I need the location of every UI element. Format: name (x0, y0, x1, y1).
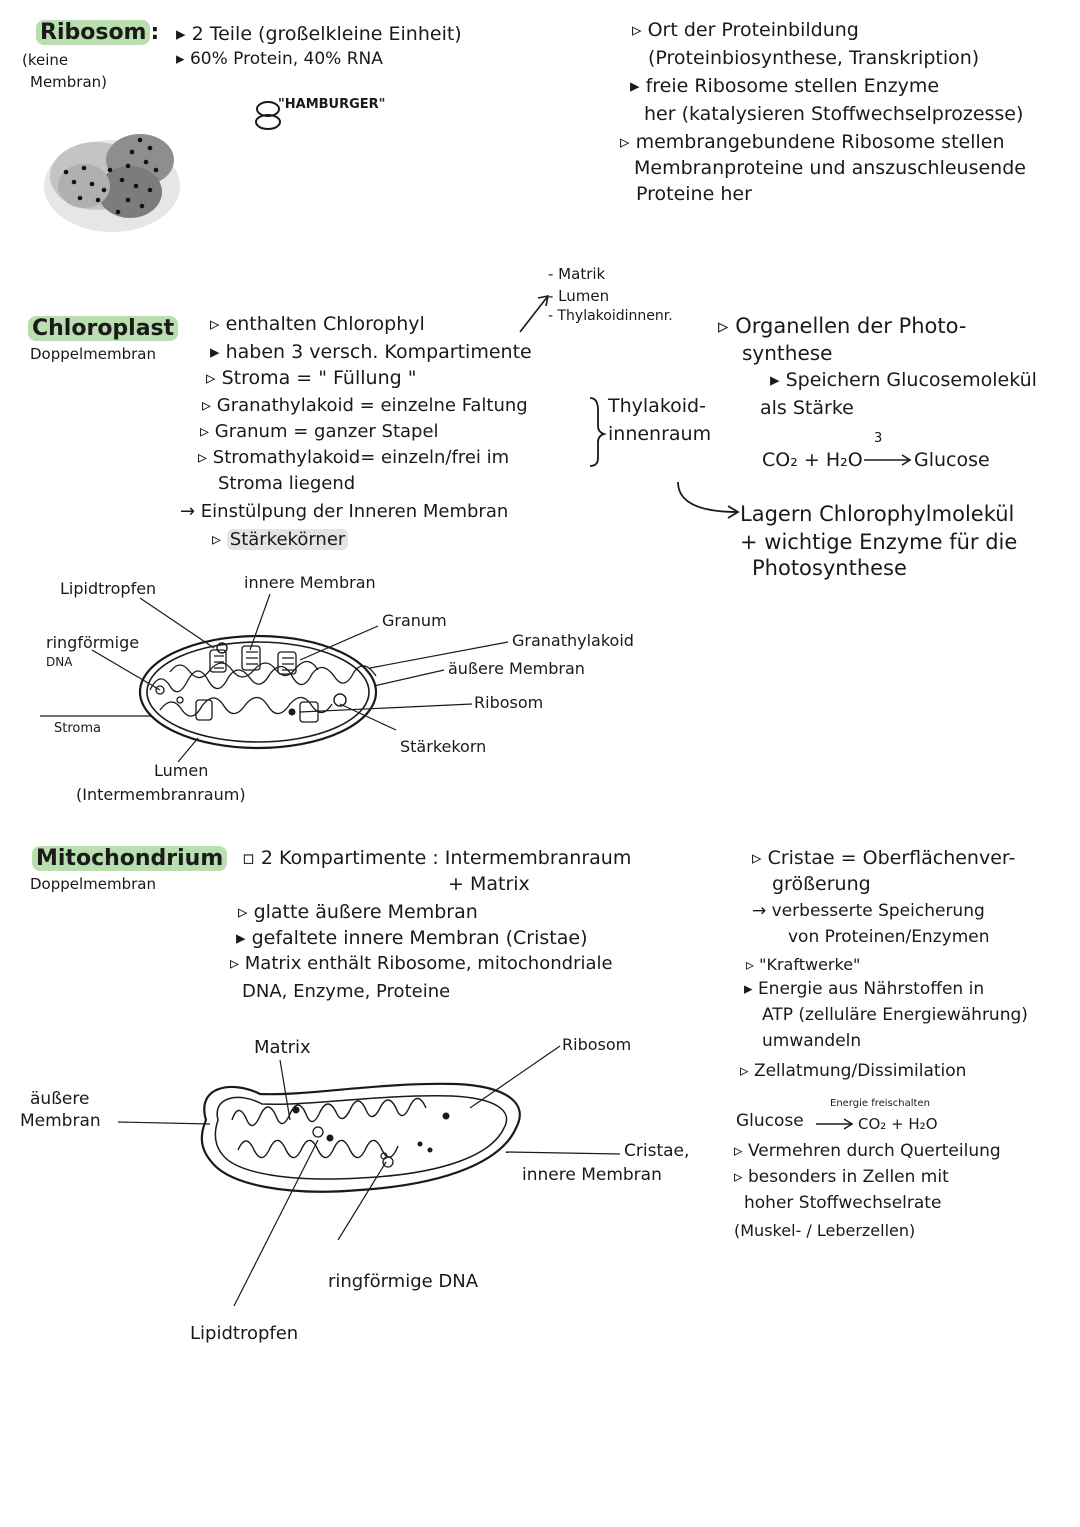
mito-label-lipidtropfen: Lipidtropfen (190, 1323, 299, 1344)
mito-label-matrix: Matrix (254, 1037, 311, 1058)
photosynthesis-formula-left: CO₂ + H₂O (762, 449, 863, 471)
hamburger-icon (255, 101, 281, 130)
chloro-top-2: - Lumen (548, 287, 610, 305)
mito-label-innere-membran: innere Membran (522, 1165, 662, 1185)
mito-label-aeussere-1: äußere (30, 1089, 90, 1109)
chloro-label-aeussere-membran: äußere Membran (448, 659, 585, 678)
mito-right-4: von Proteinen/Enzymen (788, 927, 990, 947)
mito-point-5: DNA, Enzyme, Proteine (242, 981, 451, 1002)
mito-label-cristae: Cristae, (624, 1141, 690, 1161)
chloro-label-lipidtropfen: Lipidtropfen (60, 579, 157, 598)
chloro-label-innere-membran: innere Membran (244, 573, 376, 592)
mito-point-2: ▹ glatte äußere Membran (238, 901, 478, 923)
mito-right-12: hoher Stoffwechselrate (744, 1193, 942, 1213)
ribosom-illustration (44, 134, 180, 232)
chloro-label-granum: Granum (382, 611, 447, 630)
mito-right-3: → verbesserte Speicherung (752, 901, 985, 921)
mitochondrium-subtitle: Doppelmembran (30, 875, 157, 893)
chloro-point-4: ▹ Granathylakoid = einzelne Faltung (202, 395, 528, 416)
thylakoid-brace-1: Thylakoid- (608, 395, 706, 417)
mito-point-3: ▸ gefaltete innere Membran (Cristae) (236, 927, 588, 949)
ribosom-point-2: ▸ 60% Protein, 40% RNA (176, 49, 383, 69)
chloro-point-6: ▹ Stromathylakoid= einzeln/frei im (198, 447, 510, 468)
ribosom-right-1: ▹ Ort der Proteinbildung (632, 19, 859, 41)
chloro-top-1: - Matrik (548, 265, 606, 283)
respiration-formula-left: Glucose (736, 1111, 804, 1131)
photosynthesis-formula-top: 3 (874, 431, 883, 446)
photosynthesis-formula-right: Glucose (914, 449, 990, 471)
mito-right-8: umwandeln (762, 1031, 862, 1051)
ribosom-right-3: ▸ freie Ribosome stellen Enzyme (630, 75, 940, 97)
ribosom-title: Ribosom: (36, 20, 159, 45)
ribosom-right-4: her (katalysieren Stoffwechselprozesse) (644, 103, 1024, 125)
mito-label-ringfoermige-dna: ringförmige DNA (328, 1271, 479, 1292)
respiration-formula-right: CO₂ + H₂O (858, 1115, 938, 1133)
mito-right-5: ▹ "Kraftwerke" (746, 955, 861, 974)
thylakoid-brace-2: innenraum (608, 423, 712, 445)
chloro-top-3: - Thylakoidinnenr. (548, 308, 673, 324)
chloro-label-lumen: Lumen (154, 761, 209, 780)
chloro-top-arrow (519, 294, 550, 333)
chloro-point-2: ▸ haben 3 versch. Kompartimente (210, 341, 532, 363)
chloro-label-ringfoermige: ringförmige (46, 633, 140, 652)
ribosom-right-5: ▹ membrangebundene Ribosome stellen (620, 131, 1005, 153)
chloro-label-intermembranraum: (Intermembranraum) (76, 785, 246, 804)
chloro-right-3: ▸ Speichern Glucosemolekül (770, 369, 1037, 391)
ribosom-subtitle-1: (keine (22, 51, 69, 69)
mitochondrium-title: Mitochondrium (32, 846, 228, 871)
chloro-point-7: Stroma liegend (218, 473, 356, 494)
respiration-formula-top: Energie freischalten (830, 1098, 930, 1109)
chloro-label-stroma: Stroma (54, 721, 101, 736)
mitochondrium-diagram (117, 1045, 854, 1307)
mito-right-9: ▹ Zellatmung/Dissimilation (740, 1061, 967, 1081)
chloro-point-8: → Einstülpung der Inneren Membran (180, 501, 509, 522)
chloro-point-5: ▹ Granum = ganzer Stapel (200, 421, 439, 442)
chloro-right-5: Lagern Chlorophylmolekül (740, 502, 1015, 526)
chloro-right-1: ▹ Organellen der Photo- (718, 314, 967, 338)
ribosom-point-1: ▸ 2 Teile (großelkleine Einheit) (176, 23, 462, 45)
ribosom-right-6: Membranproteine und anszuschleusende (634, 157, 1026, 179)
mito-point-1: ▫ 2 Kompartimente : Intermembranraum (242, 847, 632, 869)
chloro-right-4: als Stärke (760, 397, 854, 419)
mito-point-1b: + Matrix (448, 873, 530, 895)
ribosom-subtitle-2: Membran) (30, 73, 108, 91)
chloro-right-6: + wichtige Enzyme für die (740, 530, 1018, 554)
photosynthesis-arrow (864, 454, 912, 466)
thylakoid-brace (589, 397, 607, 467)
mito-right-7: ATP (zelluläre Energiewährung) (762, 1005, 1028, 1025)
chloro-point-9: ▹ Stärkekörner (212, 529, 349, 551)
mito-point-4: ▹ Matrix enthält Ribosome, mitochondrial… (230, 953, 613, 974)
chloro-label-ribosom: Ribosom (474, 693, 544, 712)
chloro-right-7: Photosynthese (752, 556, 907, 580)
hamburger-label: "HAMBURGER" (278, 97, 386, 112)
mito-right-11: ▹ besonders in Zellen mit (734, 1167, 949, 1187)
chloroplast-subtitle: Doppelmembran (30, 345, 157, 363)
mito-right-13: (Muskel- / Leberzellen) (734, 1221, 916, 1240)
mito-right-6: ▸ Energie aus Nährstoffen in (744, 979, 985, 999)
mito-label-aeussere-2: Membran (20, 1111, 101, 1131)
chloro-label-dna: DNA (46, 655, 73, 669)
ribosom-right-2: (Proteinbiosynthese, Transkription) (648, 47, 980, 69)
ribosom-right-7: Proteine her (636, 183, 752, 205)
chloro-curve-arrow (677, 481, 740, 519)
mito-label-ribosom: Ribosom (562, 1035, 632, 1054)
chloro-point-3: ▹ Stroma = " Füllung " (206, 367, 417, 389)
mito-right-1: ▹ Cristae = Oberflächenver- (752, 847, 1016, 869)
mito-right-10: ▹ Vermehren durch Querteilung (734, 1141, 1001, 1161)
chloroplast-title: Chloroplast (28, 316, 179, 341)
chloroplast-diagram (40, 593, 509, 763)
chloro-right-2: synthese (742, 341, 833, 365)
mito-right-2: größerung (772, 873, 871, 895)
chloro-label-staerkekorn: Stärkekorn (400, 737, 487, 756)
chloro-point-1: ▹ enthalten Chlorophyl (210, 313, 425, 335)
chloro-label-granathylakoid: Granathylakoid (512, 631, 634, 650)
